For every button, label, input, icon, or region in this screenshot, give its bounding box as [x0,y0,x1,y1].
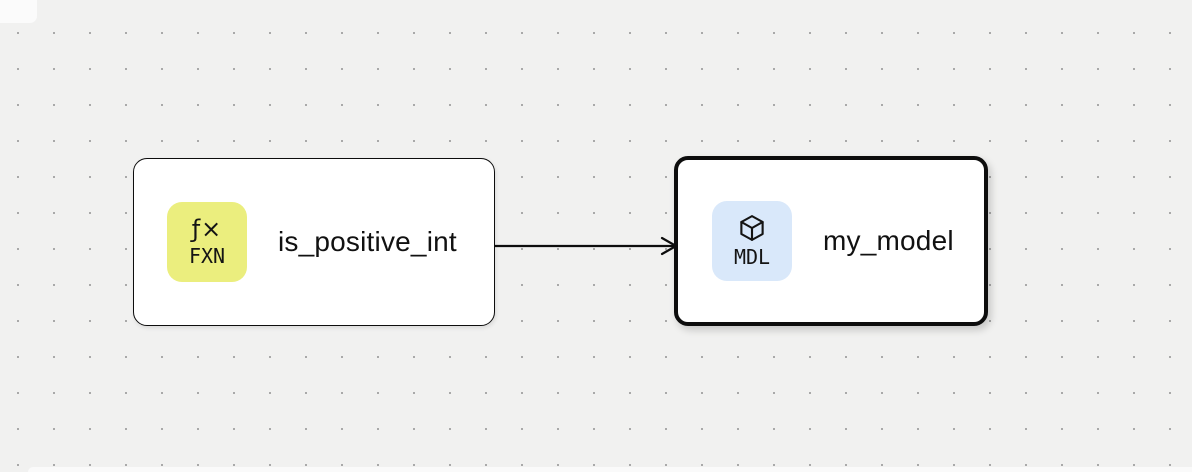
node-type-code: MDL [733,244,771,269]
node-label: my_model [823,225,954,256]
panel-corner-fragment [0,0,37,23]
cube-icon [737,213,767,243]
model-badge: MDL [712,201,792,281]
edge-is_positive_int-to-my_model[interactable] [495,236,678,256]
bottom-panel-edge [28,467,1192,472]
node-label: is_positive_int [278,226,457,257]
node-is-positive-int[interactable]: ƒ× FXN is_positive_int [133,158,495,326]
node-type-code: FXN [188,243,226,268]
function-icon: ƒ× [191,214,223,243]
function-badge: ƒ× FXN [167,202,247,282]
node-my-model[interactable]: MDL my_model [674,156,988,326]
